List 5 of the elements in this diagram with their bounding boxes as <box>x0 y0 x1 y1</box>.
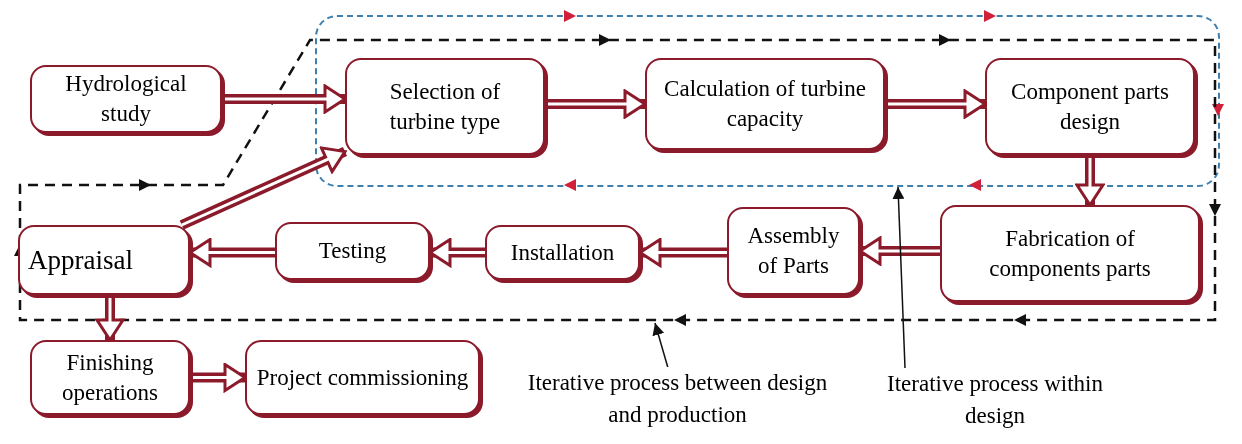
leader-line <box>652 322 669 369</box>
step-label: Project commissioning <box>256 363 469 392</box>
process-box <box>245 340 480 415</box>
step-label: Finishing operations <box>61 348 159 407</box>
process-box <box>30 340 190 415</box>
